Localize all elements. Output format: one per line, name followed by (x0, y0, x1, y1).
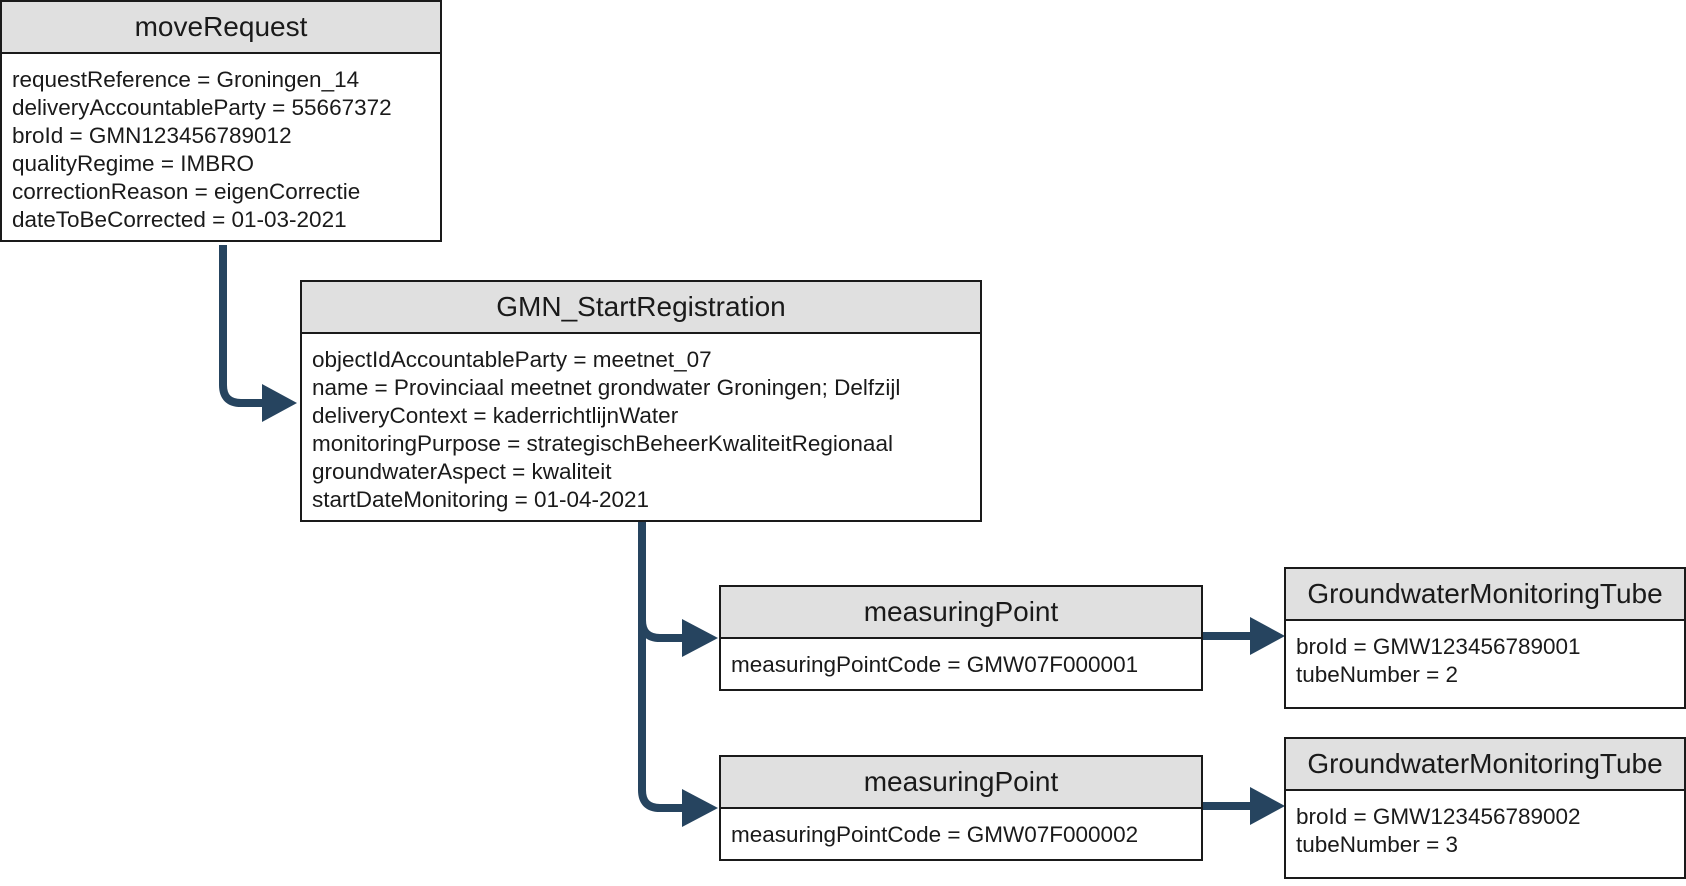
attribute-request-reference: requestReference = Groningen_14 (12, 67, 360, 92)
measuring-point-title: measuringPoint (721, 587, 1201, 639)
measuring-point-title: measuringPoint (721, 757, 1201, 809)
attribute-delivery-context: deliveryContext = kaderrichtlijnWater (312, 403, 679, 428)
attribute-bro-id: broId = GMW123456789001 (1296, 634, 1581, 659)
attribute-quality-regime: qualityRegime = IMBRO (12, 151, 254, 176)
connector-start-registration-to-measuring-point-1 (638, 522, 718, 657)
attribute-object-id-accountable-party: objectIdAccountableParty = meetnet_07 (312, 347, 712, 372)
connector-measuring-point-2-to-tube-2 (1203, 787, 1285, 825)
attribute-delivery-accountable-party: deliveryAccountableParty = 55667372 (12, 95, 392, 120)
move-request-attributes: requestReference = Groningen_14 delivery… (2, 54, 440, 242)
connector-measuring-point-1-to-tube-1 (1203, 617, 1285, 655)
measuring-point-box: measuringPoint measuringPointCode = GMW0… (719, 585, 1203, 691)
groundwater-monitoring-tube-box: GroundwaterMonitoringTube broId = GMW123… (1284, 737, 1686, 879)
attribute-correction-reason: correctionReason = eigenCorrectie (12, 179, 361, 204)
groundwater-monitoring-tube-title: GroundwaterMonitoringTube (1286, 739, 1684, 791)
attribute-name: name = Provinciaal meetnet grondwater Gr… (312, 375, 901, 400)
attribute-measuring-point-code: measuringPointCode = GMW07F000002 (731, 822, 1139, 847)
groundwater-monitoring-tube-box: GroundwaterMonitoringTube broId = GMW123… (1284, 567, 1686, 709)
groundwater-monitoring-tube-attributes: broId = GMW123456789002 tubeNumber = 3 (1286, 791, 1684, 867)
attribute-start-date-monitoring: startDateMonitoring = 01-04-2021 (312, 487, 650, 512)
groundwater-monitoring-tube-title: GroundwaterMonitoringTube (1286, 569, 1684, 621)
attribute-tube-number: tubeNumber = 3 (1296, 832, 1458, 857)
measuring-point-attributes: measuringPointCode = GMW07F000002 (721, 809, 1201, 857)
attribute-groundwater-aspect: groundwaterAspect = kwaliteit (312, 459, 612, 484)
attribute-date-to-be-corrected: dateToBeCorrected = 01-03-2021 (12, 207, 347, 232)
attribute-measuring-point-code: measuringPointCode = GMW07F000001 (731, 652, 1139, 677)
move-request-title: moveRequest (2, 2, 440, 54)
connector-move-request-to-start-registration (219, 245, 297, 422)
attribute-tube-number: tubeNumber = 2 (1296, 662, 1458, 687)
measuring-point-box: measuringPoint measuringPointCode = GMW0… (719, 755, 1203, 861)
move-request-box: moveRequest requestReference = Groningen… (0, 0, 442, 242)
attribute-bro-id: broId = GMN123456789012 (12, 123, 292, 148)
attribute-monitoring-purpose: monitoringPurpose = strategischBeheerKwa… (312, 431, 893, 456)
connector-start-registration-to-measuring-point-2 (638, 620, 718, 827)
gmn-start-registration-box: GMN_StartRegistration objectIdAccountabl… (300, 280, 982, 522)
gmn-start-registration-title: GMN_StartRegistration (302, 282, 980, 334)
attribute-bro-id: broId = GMW123456789002 (1296, 804, 1581, 829)
measuring-point-attributes: measuringPointCode = GMW07F000001 (721, 639, 1201, 687)
groundwater-monitoring-tube-attributes: broId = GMW123456789001 tubeNumber = 2 (1286, 621, 1684, 697)
gmn-start-registration-attributes: objectIdAccountableParty = meetnet_07 na… (302, 334, 980, 522)
